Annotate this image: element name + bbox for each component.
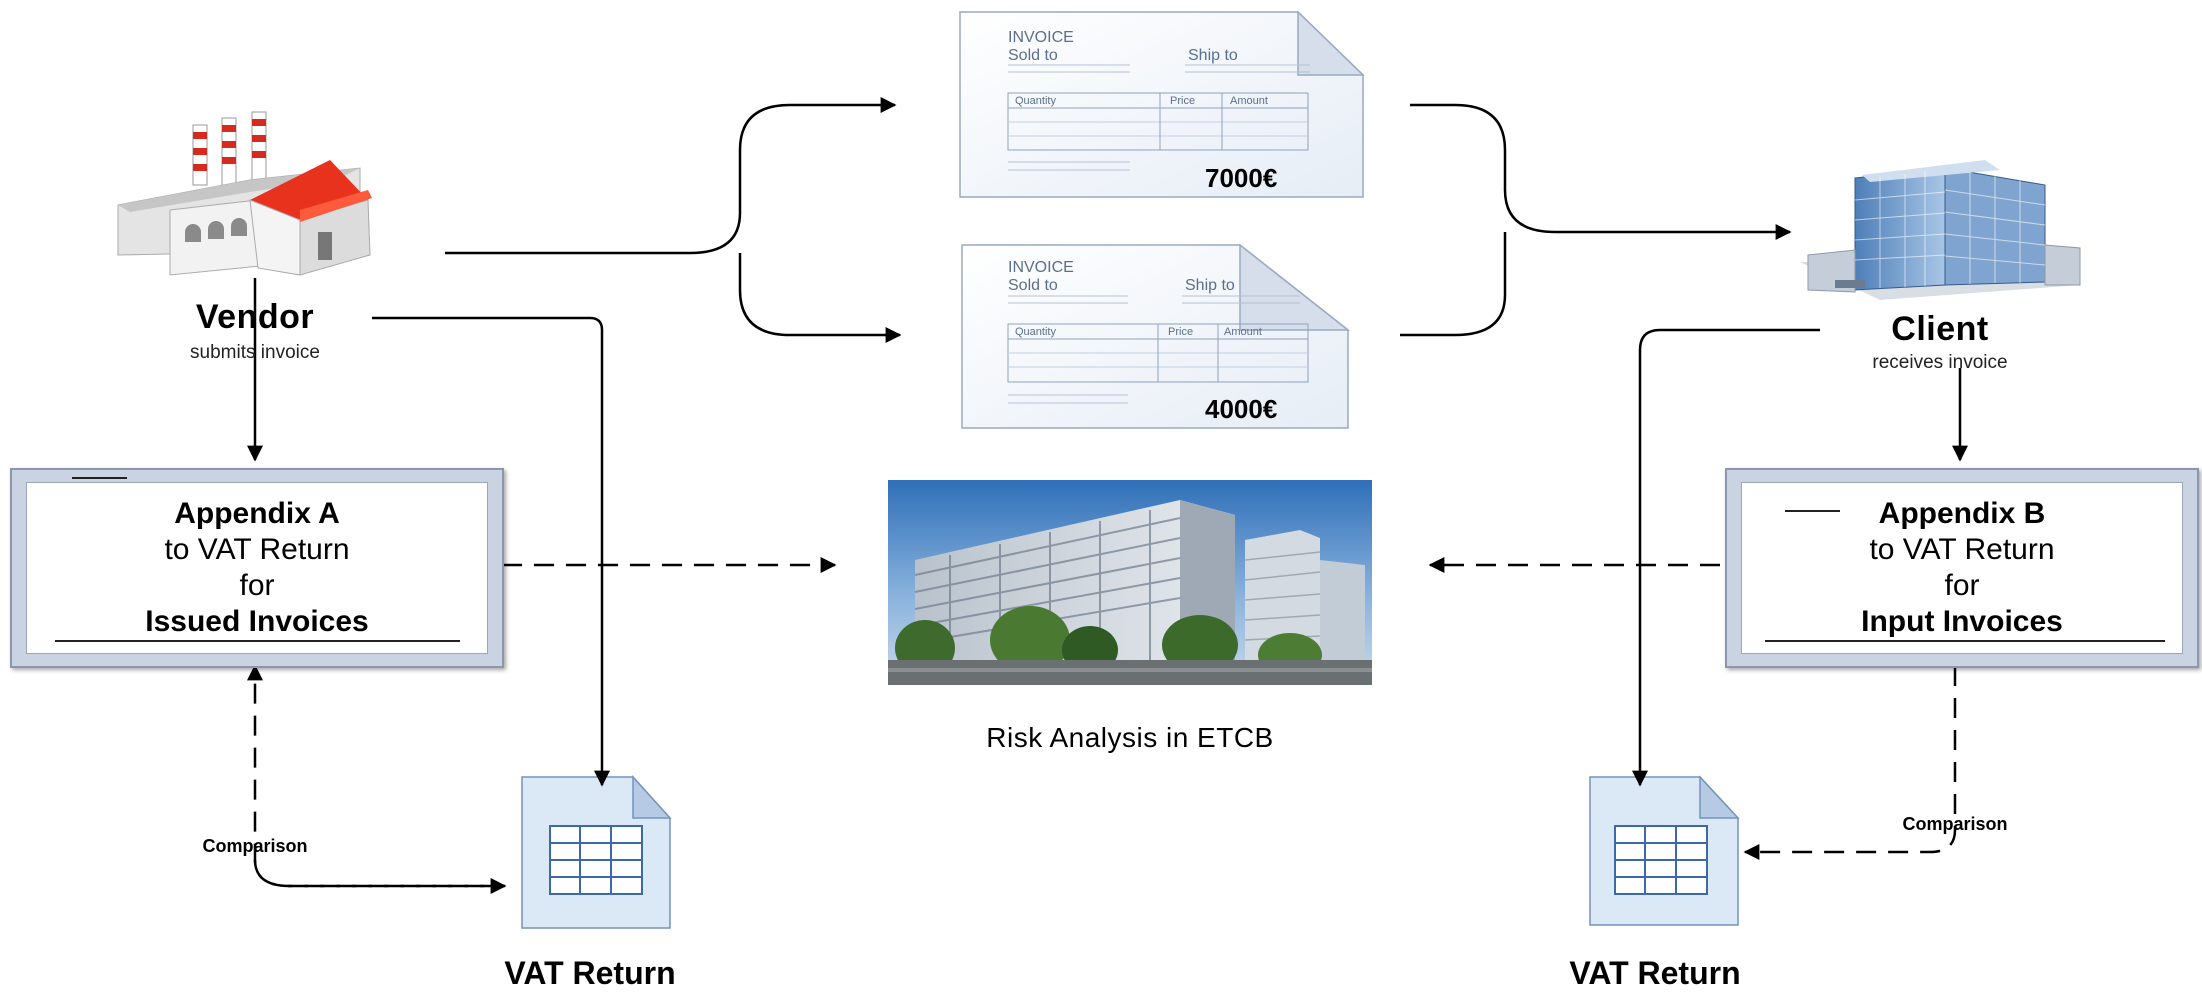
risk-analysis-caption: Risk Analysis in ETCB — [986, 722, 1274, 753]
client-label: Client — [1891, 310, 1989, 348]
appendix-b-title: Appendix B — [1878, 497, 2046, 530]
vendor-label: Vendor — [195, 298, 315, 336]
arrow-invoice-2-to-client — [1400, 232, 1507, 337]
arrow-invoice-1-to-client — [1410, 103, 1792, 240]
appendix-a-line-3: for — [239, 569, 275, 602]
appendix-b-line-4: Input Invoices — [1861, 605, 2063, 638]
comparison-label-right: Comparison — [1902, 814, 2008, 834]
appendix-b-box: Appendix B to VAT Return for Input Invoi… — [1725, 468, 2199, 668]
appendix-a-rule-bottom — [55, 640, 460, 642]
vat-return-right-label: VAT Return — [1569, 955, 1741, 991]
comparison-label-left: Comparison — [202, 836, 308, 856]
office-building-icon — [1800, 160, 2081, 300]
client-subtitle: receives invoice — [1872, 352, 2008, 373]
appendix-b-line-2: to VAT Return — [1869, 533, 2055, 566]
arrow-vendor-to-invoice-2 — [738, 253, 902, 343]
arrow-vendor-to-vat-return-left — [372, 316, 610, 787]
flow-connectors — [247, 97, 1968, 787]
invoice-2-amount: 4000€ — [1205, 394, 1277, 424]
appendix-b-rule-bottom — [1765, 640, 2165, 642]
appendix-a-line-4: Issued Invoices — [145, 605, 369, 638]
invoice-2-col-amount: Amount — [1224, 326, 1262, 338]
dashed-appendix-a-to-vat-left — [253, 859, 507, 894]
invoice-1-sold-to: Sold to — [1008, 47, 1058, 64]
dashed-appendix-b-to-vat-right — [1743, 666, 1957, 860]
appendix-a-line-2: to VAT Return — [164, 533, 350, 566]
appendix-b-rule-top — [1785, 510, 1840, 512]
appendix-a-rule-top — [72, 477, 127, 479]
appendix-a-box: Appendix A to VAT Return for Issued Invo… — [10, 468, 504, 668]
factory-icon — [117, 111, 372, 276]
invoice-1-col-amount: Amount — [1230, 95, 1268, 107]
appendix-a-title: Appendix A — [174, 497, 340, 530]
invoice-1-col-quantity: Quantity — [1015, 95, 1056, 107]
spreadsheet-document-icon-right — [1589, 775, 1740, 926]
invoice-1-heading: INVOICE — [1008, 29, 1074, 46]
invoice-2-col-quantity: Quantity — [1015, 326, 1056, 338]
appendix-a-content: Appendix A to VAT Return for Issued Invo… — [26, 482, 488, 654]
building-photo — [888, 480, 1372, 685]
comparison-connectors — [247, 557, 1957, 894]
arrow-client-to-vat-return-right — [1632, 328, 1820, 787]
invoice-2-col-price: Price — [1168, 326, 1193, 338]
vendor-subtitle: submits invoice — [190, 342, 320, 363]
invoice-1-ship-to: Ship to — [1188, 47, 1238, 64]
arrow-vendor-to-invoice-1 — [445, 97, 897, 255]
invoice-1-col-price: Price — [1170, 95, 1195, 107]
invoice-document-2 — [961, 243, 1351, 429]
invoice-2-heading: INVOICE — [1008, 259, 1074, 276]
invoice-2-sold-to: Sold to — [1008, 277, 1058, 294]
spreadsheet-document-icon-left — [521, 775, 672, 929]
invoice-2-ship-to: Ship to — [1185, 277, 1235, 294]
appendix-b-content: Appendix B to VAT Return for Input Invoi… — [1741, 482, 2183, 654]
vat-return-left-label: VAT Return — [504, 955, 676, 991]
invoice-document-1 — [959, 10, 1365, 198]
invoice-1-amount: 7000€ — [1205, 163, 1277, 193]
appendix-b-line-3: for — [1944, 569, 1980, 602]
